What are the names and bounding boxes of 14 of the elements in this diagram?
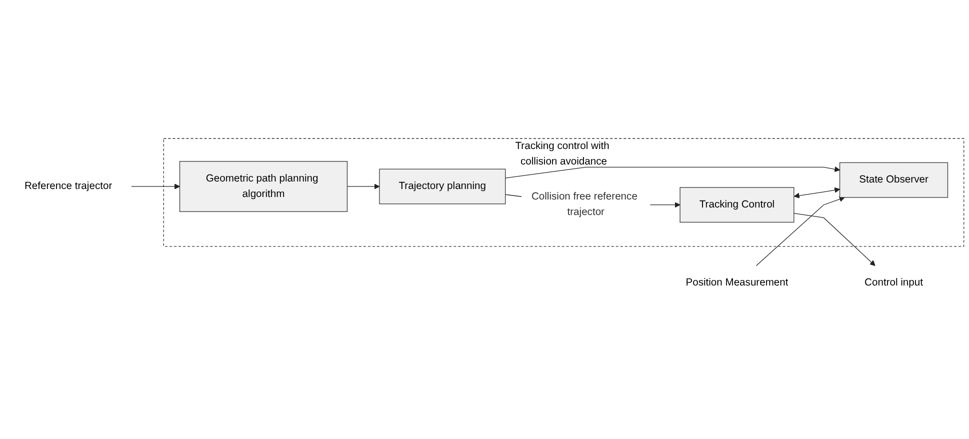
arrow: [794, 187, 840, 198]
edge-label: Collision free reference trajector: [531, 191, 638, 218]
node-text: Reference trajector: [24, 180, 112, 192]
arrow: [794, 212, 876, 266]
node-box: State Observer: [839, 162, 948, 198]
arrow: [346, 184, 380, 190]
node-text: Position Measurement: [686, 277, 788, 288]
node-box: Geometric path planning algorithm: [179, 161, 348, 212]
arrow: [756, 196, 845, 266]
node-text: Control input: [864, 277, 923, 288]
arrow: [131, 184, 180, 190]
node-box: Trajectory planning: [379, 168, 506, 204]
node-box: Tracking Control: [680, 187, 794, 223]
arrow: [505, 166, 840, 178]
